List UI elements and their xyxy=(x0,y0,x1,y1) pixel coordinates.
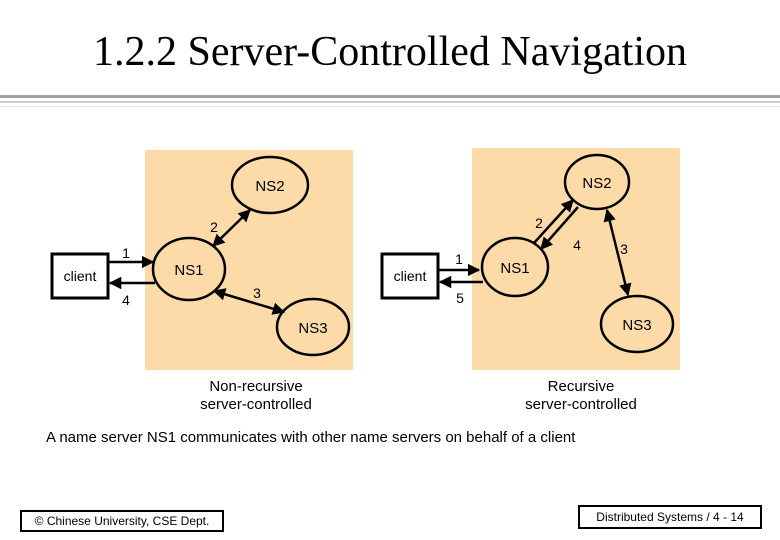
nr-step-2: 2 xyxy=(210,219,218,235)
r-ns3-label: NS3 xyxy=(622,317,651,334)
footer-page-label: Distributed Systems / 4 - 14 xyxy=(578,505,762,529)
r-step-2: 2 xyxy=(535,215,543,231)
nr-step-4: 4 xyxy=(122,292,130,308)
recursive-caption-line1: Recursive xyxy=(547,378,615,395)
r-ns2-node xyxy=(563,153,631,211)
r-arrow-ns2-ns3 xyxy=(603,208,632,297)
nr-ns1-node xyxy=(151,236,227,302)
nr-arrow-ns1-ns2 xyxy=(212,209,251,247)
non-recursive-caption-line1: Non-recursive xyxy=(209,378,303,395)
r-ns3-node xyxy=(599,294,675,354)
slide-description: A name server NS1 communicates with othe… xyxy=(46,429,576,446)
nr-step-1: 1 xyxy=(122,245,130,261)
title-rule-shadow xyxy=(0,101,780,103)
nr-step-3: 3 xyxy=(253,285,261,301)
non-recursive-caption-line2: server-controlled xyxy=(200,396,312,413)
r-arrow-ns2-to-ns1 xyxy=(540,206,579,250)
nr-ns2-label: NS2 xyxy=(255,178,284,195)
non-recursive-caption: Non-recursive server-controlled xyxy=(176,378,336,414)
r-step-4: 4 xyxy=(573,237,581,253)
nr-client-label: client xyxy=(64,268,97,284)
nr-ns3-label: NS3 xyxy=(298,320,327,337)
r-step-1: 1 xyxy=(455,251,463,267)
r-ns2-label: NS2 xyxy=(582,175,611,192)
recursive-diagram: client NS1 NS2 NS3 1 5 2 4 3 xyxy=(380,148,680,370)
r-client-box xyxy=(380,252,440,300)
nr-arrow-ns1-ns3 xyxy=(212,288,286,315)
nr-ns2-node xyxy=(230,155,310,215)
r-step-5: 5 xyxy=(456,290,464,306)
nr-ns3-node xyxy=(275,297,351,357)
title-rule-shadow-light xyxy=(0,106,780,107)
nr-client-box xyxy=(50,252,110,300)
r-arrow-ns1-to-ns2 xyxy=(533,199,574,244)
r-ns1-label: NS1 xyxy=(500,260,529,277)
nr-ns1-label: NS1 xyxy=(174,262,203,279)
recursive-caption: Recursive server-controlled xyxy=(501,378,661,414)
title-rule xyxy=(0,95,780,98)
slide-title: 1.2.2 Server-Controlled Navigation xyxy=(92,29,688,75)
r-client-label: client xyxy=(394,268,427,284)
r-step-3: 3 xyxy=(620,241,628,257)
recursive-caption-line2: server-controlled xyxy=(525,396,637,413)
non-recursive-diagram: client NS1 NS2 NS3 1 4 2 3 xyxy=(50,150,353,370)
r-ns1-node xyxy=(480,236,550,298)
footer-copyright: © Chinese University, CSE Dept. xyxy=(20,510,224,532)
